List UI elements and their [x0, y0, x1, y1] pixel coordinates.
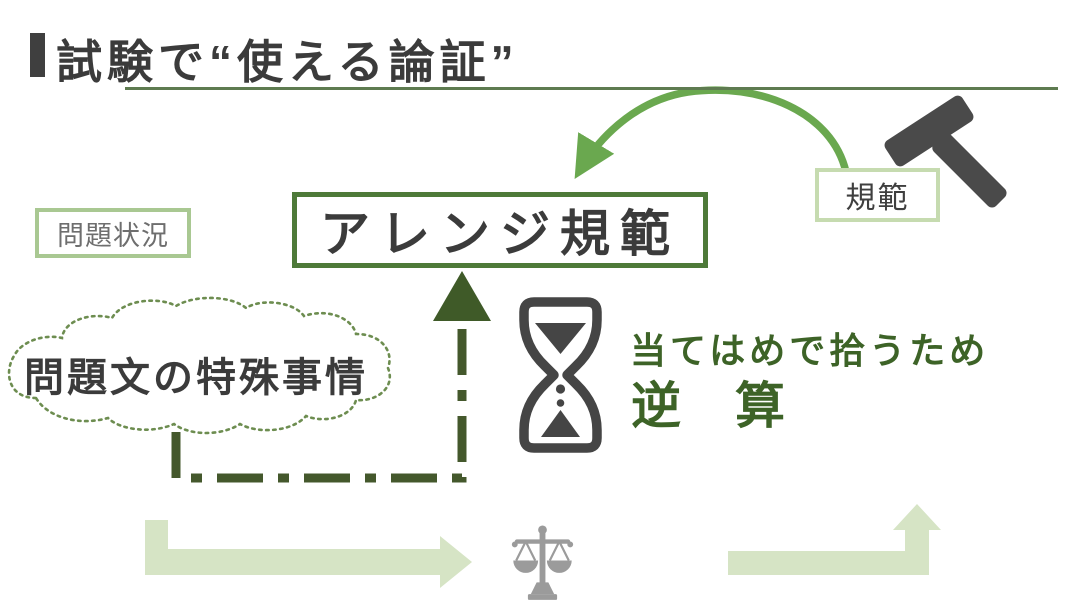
cloud-shape — [7, 296, 391, 435]
problem-situation-label: 問題状況 — [57, 220, 169, 251]
slide-title: 試験で“使える論証” — [56, 36, 519, 88]
scales-icon — [511, 525, 574, 600]
hammer-icon — [884, 95, 1007, 208]
norm-box: 規範 — [815, 168, 940, 222]
bottom-right-arrow — [728, 504, 941, 575]
curved-arrow — [574, 86, 850, 180]
annotation-reverse-calc: 逆 算 — [631, 378, 787, 434]
cloud-label: 問題文の特殊事情 — [24, 356, 368, 400]
arranged-norm-label: アレンジ規範 — [320, 206, 680, 262]
problem-situation-box: 問題状況 — [35, 208, 191, 258]
title-accent-bar — [30, 33, 45, 77]
hourglass-icon — [519, 297, 602, 453]
title-underline — [125, 87, 1058, 90]
bottom-left-arrow — [145, 520, 472, 588]
annotation-pickup: 当てはめで拾うため — [630, 330, 990, 371]
arranged-norm-box: アレンジ規範 — [292, 192, 708, 268]
norm-label: 規範 — [845, 182, 910, 215]
dashed-connector-arrow — [171, 271, 491, 483]
